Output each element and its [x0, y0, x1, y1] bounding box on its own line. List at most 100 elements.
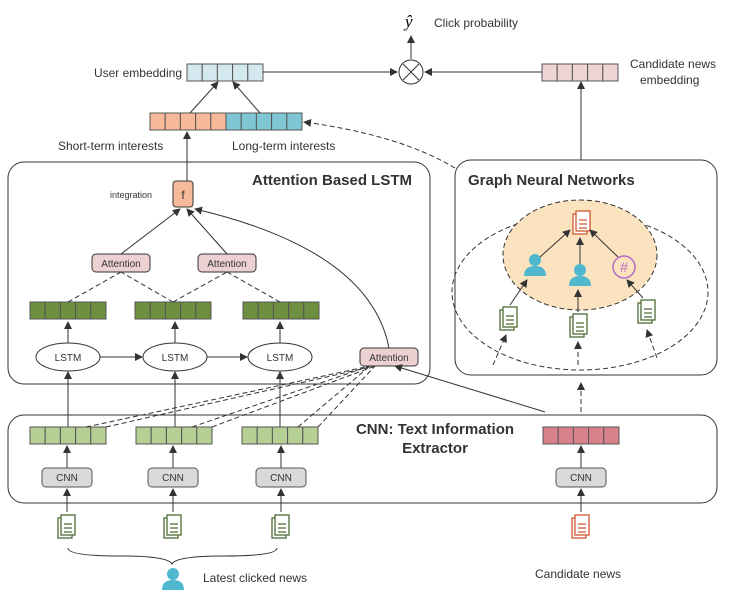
cnn-encoder-box — [255, 467, 307, 488]
news-embedding-cell — [44, 426, 61, 445]
short-term-cell — [179, 112, 197, 131]
lstm-hidden-cell — [75, 301, 92, 320]
news-embedding-cell — [135, 426, 152, 445]
news-embedding-cell — [256, 426, 273, 445]
user-embedding-cell — [186, 63, 203, 82]
news-node-icon — [637, 299, 656, 324]
lstm-hidden-cell — [29, 301, 46, 320]
news-embedding-cell — [165, 426, 183, 445]
long-term-cell — [240, 112, 257, 131]
user-embedding-cell — [247, 63, 264, 82]
clicked-news-doc-icon — [271, 514, 290, 539]
candidate-embedding-cell — [541, 63, 558, 82]
news-embedding-cell — [302, 426, 319, 445]
user-embedding-cell — [216, 63, 234, 82]
candidate-news-label: Candidate news — [535, 567, 621, 581]
user-icon — [162, 568, 184, 590]
lstm-hidden-cell — [242, 301, 259, 320]
lstm-hidden-cell — [303, 301, 320, 320]
cnn-encoder-box — [555, 467, 607, 488]
long-term-cell — [271, 112, 288, 131]
lstm-hidden-cell — [59, 301, 77, 320]
news-embedding-cell — [196, 426, 213, 445]
candidate-news-node-icon — [572, 210, 591, 235]
candidate-embedding-cell — [556, 63, 573, 82]
long-term-vector — [225, 112, 303, 131]
news-embedding-cell — [29, 426, 46, 445]
y-hat: ŷ — [403, 12, 413, 31]
clicked-news-doc-icon — [163, 514, 182, 539]
cnn-title-2: Extractor — [402, 440, 468, 457]
news-embedding-cell — [59, 426, 77, 445]
news-embedding-cell — [271, 426, 289, 445]
news-embedding-cell — [150, 426, 167, 445]
cnn-label: CNN — [270, 473, 292, 484]
lstm-hidden-cell — [149, 301, 166, 320]
cnn-title-1: CNN: Text Information — [356, 421, 514, 438]
user-embedding-label: User embedding — [94, 66, 182, 80]
latest-clicked-news-label: Latest clicked news — [203, 571, 307, 585]
candidate-embedding-label-1: Candidate news — [630, 57, 716, 71]
clicked-news-brace — [67, 547, 278, 566]
long-term-cell — [255, 112, 273, 131]
gnn-title: Graph Neural Networks — [468, 172, 635, 189]
candidate-news-cell — [603, 426, 620, 445]
lstm-hidden-cell — [195, 301, 212, 320]
candidate-news-cell — [572, 426, 590, 445]
lstm-hidden-vector — [29, 301, 107, 320]
lstm-label: LSTM — [162, 353, 189, 364]
integration-label: integration — [110, 190, 152, 200]
f-symbol: f — [181, 188, 185, 202]
lstm-label: LSTM — [267, 353, 294, 364]
long-term-cell — [225, 112, 242, 131]
lstm-hidden-cell — [257, 301, 274, 320]
attention-label: Attention — [369, 353, 408, 364]
lstm-hidden-cell — [134, 301, 151, 320]
short-term-vector — [149, 112, 227, 131]
short-term-cell — [164, 112, 181, 131]
candidate-news-cell — [588, 426, 605, 445]
long-term-cell — [286, 112, 303, 131]
attention-lstm-panel — [7, 161, 431, 385]
candidate-news-cell — [542, 426, 559, 445]
news-embedding-vector — [135, 426, 213, 445]
cnn-label: CNN — [56, 473, 78, 484]
user-embedding-cell — [232, 63, 249, 82]
candidate-embedding-label-2: embedding — [640, 73, 699, 87]
long-term-label: Long-term interests — [232, 139, 335, 153]
news-embedding-vector — [241, 426, 319, 445]
news-embedding-cell — [181, 426, 198, 445]
short-term-cell — [149, 112, 166, 131]
lstm-hidden-cell — [164, 301, 182, 320]
short-term-cell — [210, 112, 227, 131]
lstm-hidden-cell — [272, 301, 290, 320]
short-term-cell — [195, 112, 212, 131]
lstm-hidden-cell — [90, 301, 107, 320]
lstm-hidden-vector — [134, 301, 212, 320]
attention-label: Attention — [207, 259, 246, 270]
candidate-news-doc-icon — [571, 514, 590, 539]
click-probability-label: Click probability — [434, 16, 518, 30]
cnn-label: CNN — [162, 473, 184, 484]
candidate-news-cell — [557, 426, 574, 445]
lstm-hidden-cell — [180, 301, 197, 320]
attention-lstm-title: Attention Based LSTM — [252, 172, 412, 189]
integration-f-box — [172, 180, 194, 208]
clicked-news-doc-icon — [57, 514, 76, 539]
cnn-panel — [7, 414, 718, 504]
user-embedding-cell — [201, 63, 218, 82]
lstm-hidden-cell — [288, 301, 305, 320]
svg-text:#: # — [620, 259, 628, 275]
short-term-label: Short-term interests — [58, 139, 163, 153]
lstm-label: LSTM — [55, 353, 82, 364]
cnn-label: CNN — [570, 473, 592, 484]
news-embedding-cell — [90, 426, 107, 445]
news-embedding-cell — [241, 426, 258, 445]
candidate-embedding-cell — [571, 63, 589, 82]
topic-node-icon: # — [612, 255, 636, 279]
lstm-hidden-vector — [242, 301, 320, 320]
news-node-icon — [499, 306, 518, 331]
news-embedding-vector — [29, 426, 107, 445]
news-node-icon — [569, 313, 588, 338]
